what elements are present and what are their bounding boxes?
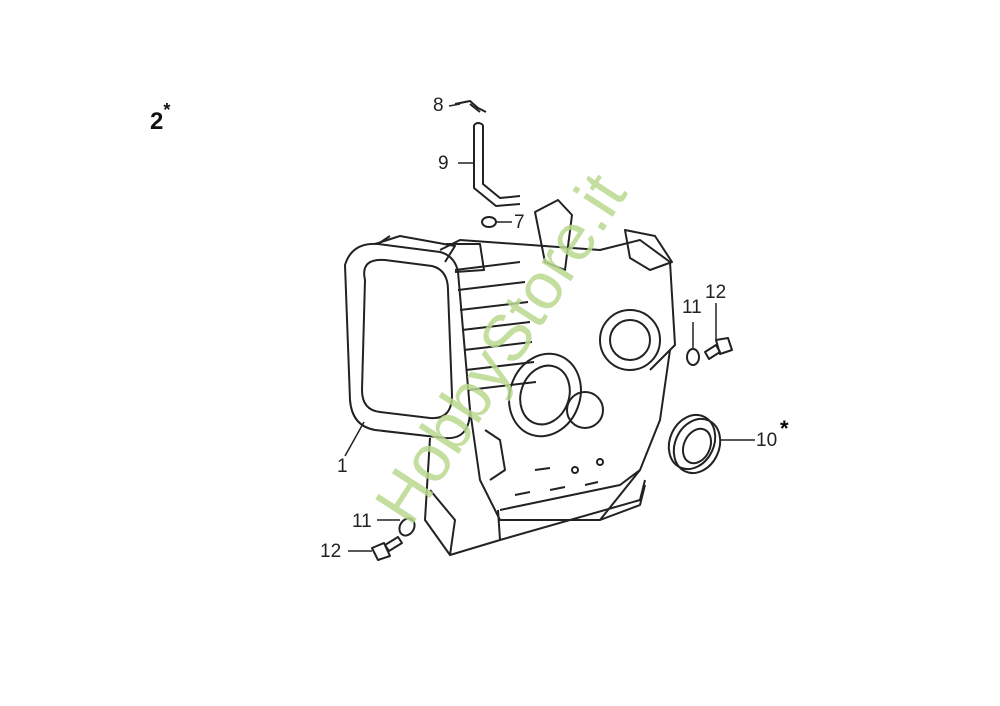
callout-12-right: 12 bbox=[705, 282, 727, 303]
part-9-tube bbox=[473, 122, 521, 207]
part-11-washer-left bbox=[398, 517, 416, 537]
callout-7: 7 bbox=[514, 212, 525, 233]
group-label: 2* bbox=[150, 100, 170, 136]
callout-1: 1 bbox=[337, 456, 348, 477]
group-number: 2 bbox=[150, 108, 164, 135]
leader-lines bbox=[344, 103, 755, 552]
part-12-bolt-right bbox=[704, 337, 733, 360]
callout-11-left: 11 bbox=[352, 511, 372, 532]
callout-8: 8 bbox=[433, 95, 444, 116]
callout-12-left: 12 bbox=[320, 541, 342, 562]
group-marker: * bbox=[163, 100, 171, 120]
part-7-washer bbox=[481, 216, 497, 228]
callout-10-marker: * bbox=[780, 416, 789, 441]
part-11-washer-right bbox=[686, 348, 700, 366]
part-12-bolt-left bbox=[371, 536, 403, 561]
callout-10: 10 bbox=[756, 430, 778, 451]
part-10-seal bbox=[667, 413, 722, 475]
callout-9: 9 bbox=[438, 153, 449, 174]
part-1-crankcase bbox=[344, 199, 676, 556]
callout-11-right: 11 bbox=[682, 297, 702, 318]
part-8-clip bbox=[454, 100, 487, 113]
